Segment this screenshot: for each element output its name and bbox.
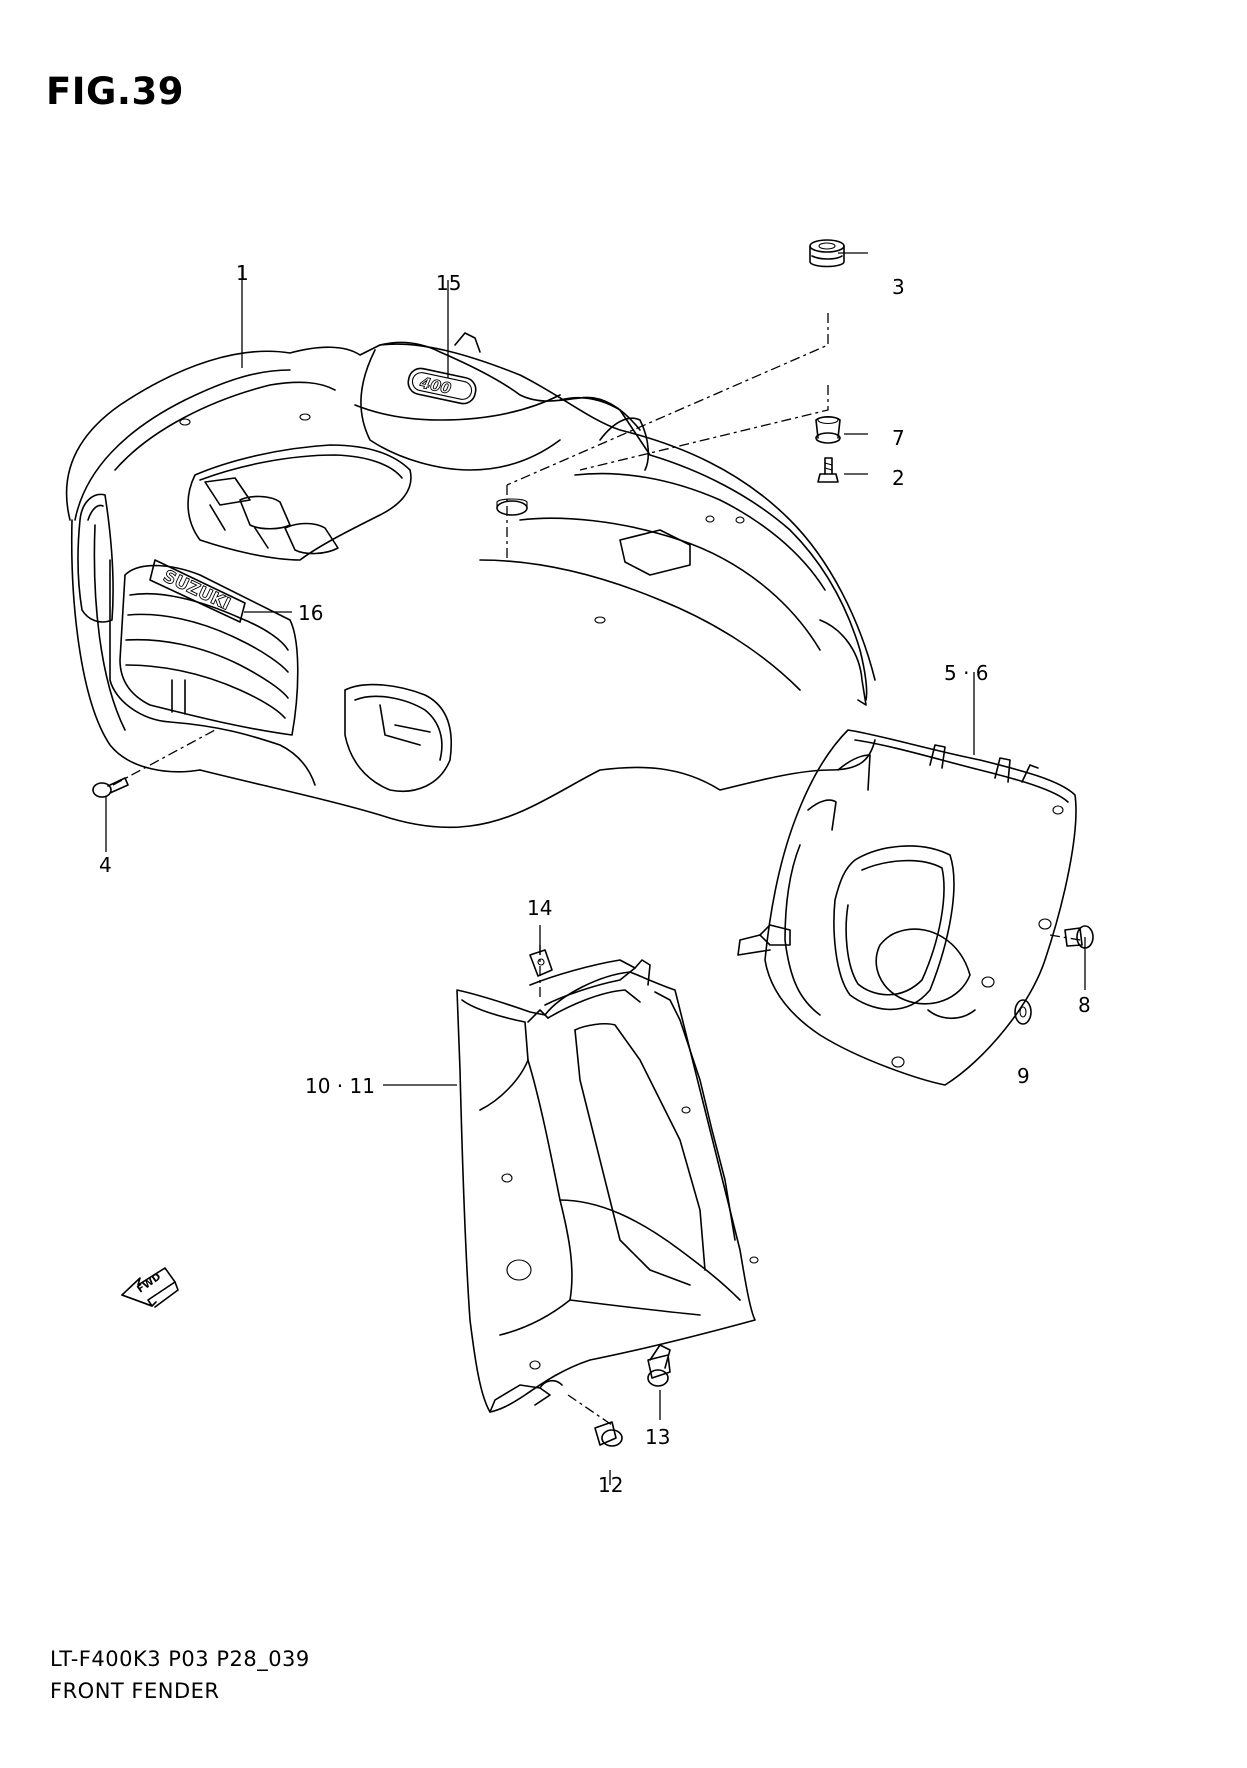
callout-15: 15 <box>436 271 461 295</box>
figure-title: FIG.39 <box>46 70 184 113</box>
callout-3: 3 <box>892 275 905 299</box>
inner-fender-part-10-11 <box>456 959 759 1413</box>
bolt-part-2 <box>817 457 839 483</box>
callout-2: 2 <box>892 466 905 490</box>
callout-4: 4 <box>99 853 112 877</box>
leader-lines <box>105 252 1086 1485</box>
callout-12: 12 <box>598 1473 623 1497</box>
clip-part-12 <box>594 1421 623 1447</box>
callout-8: 8 <box>1078 993 1091 1017</box>
side-cover-part-5-6 <box>737 729 1077 1086</box>
section-name: FRONT FENDER <box>50 1679 220 1703</box>
grommet-part-3 <box>809 239 845 268</box>
callout-10-11: 10 · 11 <box>305 1074 375 1098</box>
callout-13: 13 <box>645 1425 670 1449</box>
callout-7: 7 <box>892 426 905 450</box>
model-code: LT-F400K3 P03 P28_039 <box>50 1647 310 1671</box>
callout-1: 1 <box>236 261 249 285</box>
callout-16: 16 <box>298 601 323 625</box>
washer-part-9 <box>1014 999 1032 1025</box>
collar-part-7 <box>815 415 841 444</box>
callout-numbers: 1 15 3 7 2 16 4 5 · 6 8 9 10 · 11 14 13 … <box>99 261 1091 1497</box>
screw-part-4 <box>92 777 129 798</box>
clip-nut-part-14 <box>529 949 553 977</box>
callout-9: 9 <box>1017 1064 1030 1088</box>
callout-5-6: 5 · 6 <box>944 661 989 685</box>
forward-direction-arrow-icon: FWD <box>121 1267 179 1308</box>
front-fender-body: SUZUKI 400 <box>65 332 876 829</box>
clip-part-13 <box>647 1354 671 1387</box>
callout-14: 14 <box>527 896 552 920</box>
clip-part-8 <box>1064 925 1094 949</box>
